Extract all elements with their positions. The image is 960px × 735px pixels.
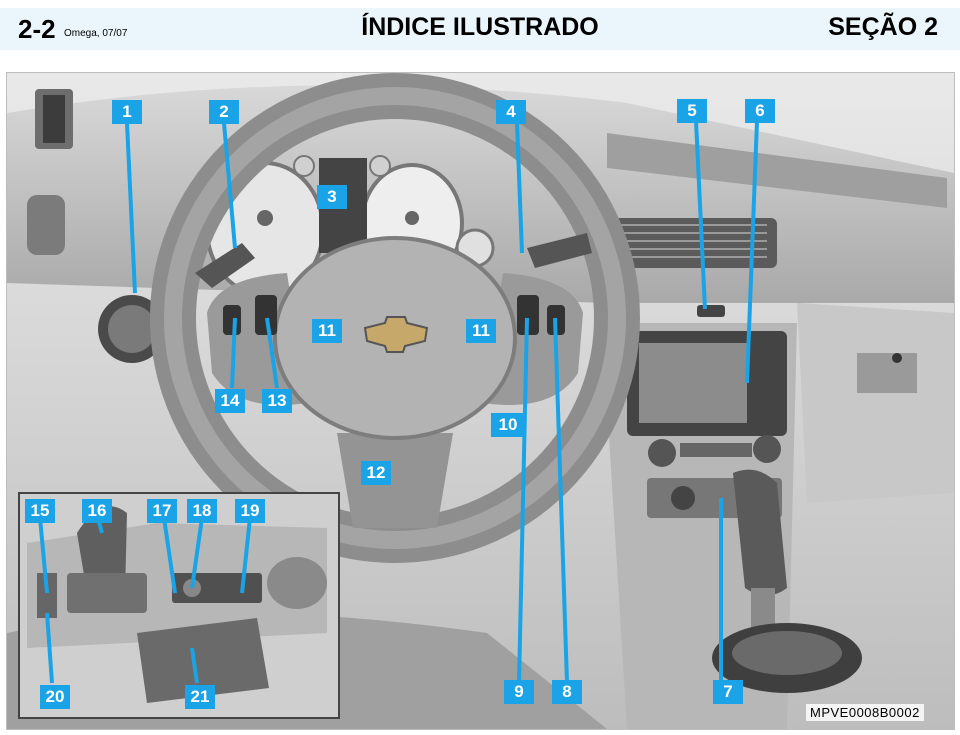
callout-10: 10 [491,413,525,437]
callout-9: 9 [504,680,534,704]
section-label: SEÇÃO 2 [828,13,938,41]
callout-4: 4 [496,100,526,124]
callout-1: 1 [112,100,142,124]
callout-7: 7 [713,680,743,704]
image-code: MPVE0008B0002 [806,704,924,721]
page-number: 2-2 [18,14,56,44]
dashboard-drawing [7,73,954,729]
callout-16: 16 [82,499,112,523]
callout-21: 21 [185,685,215,709]
dashboard-illustration: 1 2 3 4 5 6 7 8 9 10 11 11 12 13 14 15 1… [6,72,955,730]
edition-label: Omega, 07/07 [64,28,128,39]
callout-5: 5 [677,99,707,123]
callout-11-left: 11 [312,319,342,343]
callout-6: 6 [745,99,775,123]
callout-2: 2 [209,100,239,124]
callout-14: 14 [215,389,245,413]
page-header: 2-2 Omega, 07/07 ÍNDICE ILUSTRADO SEÇÃO … [0,8,960,50]
callout-15: 15 [25,499,55,523]
callout-3: 3 [317,185,347,209]
callout-19: 19 [235,499,265,523]
callout-12: 12 [361,461,391,485]
callout-18: 18 [187,499,217,523]
callout-11-right: 11 [466,319,496,343]
page-title: ÍNDICE ILUSTRADO [361,13,599,41]
callout-17: 17 [147,499,177,523]
callout-20: 20 [40,685,70,709]
callout-8: 8 [552,680,582,704]
callout-13: 13 [262,389,292,413]
